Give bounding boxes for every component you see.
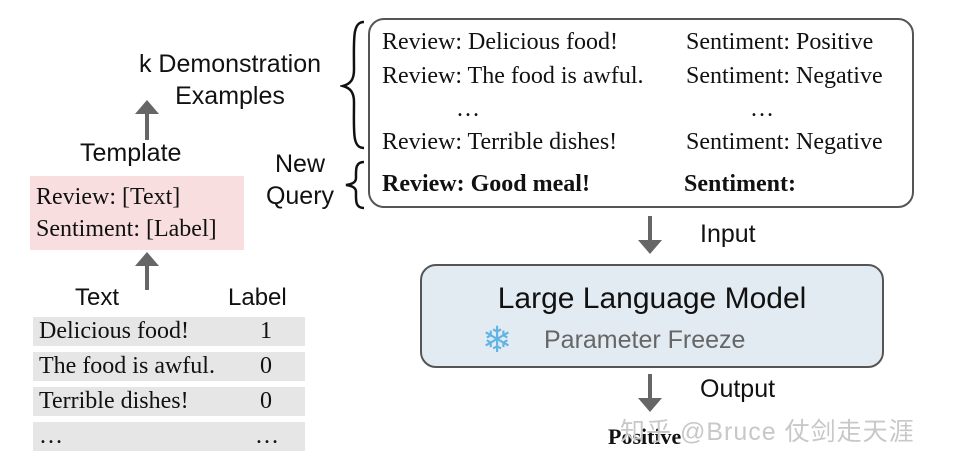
table-cell-text: Delicious food! bbox=[39, 318, 189, 344]
table-cell-text: Terrible dishes! bbox=[39, 388, 189, 414]
prompt-query-sentiment: Sentiment: bbox=[684, 171, 796, 197]
prompt-box: Review: Delicious food! Sentiment: Posit… bbox=[368, 18, 914, 208]
table-row: The food is awful. 0 bbox=[33, 352, 305, 381]
table-header-label: Label bbox=[228, 284, 287, 311]
prompt-query-review: Review: Good meal! bbox=[382, 171, 590, 197]
prompt-sentiment-1: Sentiment: Positive bbox=[686, 29, 874, 55]
input-label: Input bbox=[700, 220, 756, 248]
table-cell-label: 1 bbox=[260, 318, 272, 344]
llm-title: Large Language Model bbox=[497, 282, 807, 315]
template-box: Review: [Text] Sentiment: [Label] bbox=[30, 176, 244, 250]
snowflake-icon: ❄ bbox=[482, 319, 513, 360]
prompt-review-2: Review: The food is awful. bbox=[382, 63, 644, 89]
table-cell-label: … bbox=[255, 423, 279, 449]
template-line-sentiment: Sentiment: [Label] bbox=[36, 216, 217, 242]
output-label: Output bbox=[700, 375, 776, 403]
output-result: Positive bbox=[608, 424, 682, 449]
table-cell-label: 0 bbox=[260, 388, 272, 414]
new-query-line-1: New bbox=[274, 150, 325, 178]
template-label: Template bbox=[80, 139, 182, 167]
new-query-line-2: Query bbox=[265, 182, 335, 210]
k-demo-line-1: k Demonstration bbox=[138, 50, 322, 78]
parameter-freeze-label: Parameter Freeze bbox=[544, 326, 746, 354]
k-demo-line-2: Examples bbox=[175, 82, 285, 110]
new-query-label: New Query bbox=[250, 148, 350, 212]
table-row: Terrible dishes! 0 bbox=[33, 387, 305, 416]
template-line-review: Review: [Text] bbox=[36, 184, 181, 210]
table-header-text: Text bbox=[75, 284, 120, 311]
watermark: 知乎 @Bruce 仗剑走天涯 bbox=[620, 418, 915, 446]
table-cell-text: … bbox=[39, 423, 63, 449]
query-brace bbox=[345, 160, 365, 210]
llm-box: Large Language Model ❄ Parameter Freeze bbox=[420, 264, 884, 368]
prompt-review-1: Review: Delicious food! bbox=[382, 29, 618, 55]
prompt-ellipsis-review: … bbox=[456, 96, 480, 122]
prompt-review-3: Review: Terrible dishes! bbox=[382, 129, 618, 155]
prompt-ellipsis-sentiment: … bbox=[750, 96, 774, 122]
prompt-sentiment-2: Sentiment: Negative bbox=[686, 63, 883, 89]
table-cell-label: 0 bbox=[260, 353, 272, 379]
demonstration-brace bbox=[340, 20, 365, 150]
table-row: … … bbox=[33, 422, 305, 451]
table-cell-text: The food is awful. bbox=[39, 353, 215, 379]
k-demonstration-label: k Demonstration Examples bbox=[120, 48, 340, 112]
table-row: Delicious food! 1 bbox=[33, 317, 305, 346]
prompt-sentiment-3: Sentiment: Negative bbox=[686, 129, 883, 155]
